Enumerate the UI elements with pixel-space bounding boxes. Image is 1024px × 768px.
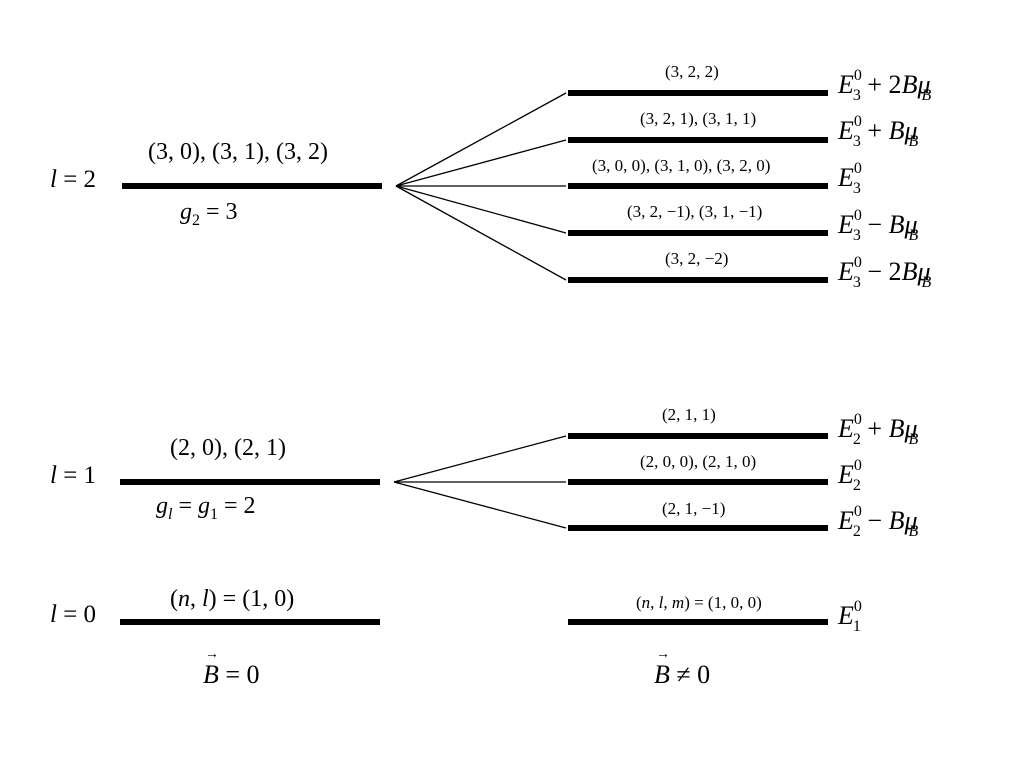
split-state-label: (2, 1, −1) — [662, 499, 726, 518]
splitting-connector-line — [393, 435, 567, 483]
splitting-connector-line — [395, 139, 567, 187]
split-state-label: (3, 2, 2) — [665, 62, 719, 81]
splitting-connector-line — [395, 185, 567, 234]
field-on-label: B ≠ 0 — [654, 648, 710, 688]
split-state-label: (2, 0, 0), (2, 1, 0) — [640, 452, 757, 471]
splitting-connector-line — [395, 92, 567, 187]
level-label-l2: l = 2 — [50, 166, 97, 193]
energy-label: E03 + 2BμB — [838, 67, 932, 104]
split-state-label: (3, 2, −1), (3, 1, −1) — [627, 202, 763, 221]
energy-label: E02 + BμB — [838, 411, 919, 448]
split-state-label: (n, l, m) = (1, 0, 0) — [636, 593, 762, 612]
energy-label: E01 — [838, 598, 862, 635]
state-label-l2: (3, 0), (3, 1), (3, 2) — [148, 139, 328, 165]
energy-label: E03 + BμB — [838, 113, 919, 150]
energy-label: E03 — [838, 160, 862, 197]
degeneracy-label-l1: gl = g1 = 2 — [156, 493, 256, 523]
energy-label: E03 − BμB — [838, 207, 919, 244]
energy-label: E02 − BμB — [838, 503, 919, 540]
splitting-connector-line — [393, 481, 567, 529]
energy-label: E02 — [838, 457, 862, 494]
energy-label: E03 − 2BμB — [838, 254, 932, 291]
field-off-label: B = 0 — [203, 648, 260, 688]
split-state-label: (2, 1, 1) — [662, 405, 716, 424]
level-label-l0: l = 0 — [50, 601, 97, 628]
state-label-l1: (2, 0), (2, 1) — [170, 435, 286, 461]
state-label-l0: (n, l) = (1, 0) — [170, 586, 295, 612]
splitting-connector-line — [395, 185, 567, 281]
level-label-l1: l = 1 — [50, 462, 97, 489]
split-state-label: (3, 2, −2) — [665, 249, 729, 268]
split-state-label: (3, 2, 1), (3, 1, 1) — [640, 109, 757, 128]
split-state-label: (3, 0, 0), (3, 1, 0), (3, 2, 0) — [592, 156, 771, 175]
degeneracy-label-l2: g2 = 3 — [180, 199, 238, 229]
